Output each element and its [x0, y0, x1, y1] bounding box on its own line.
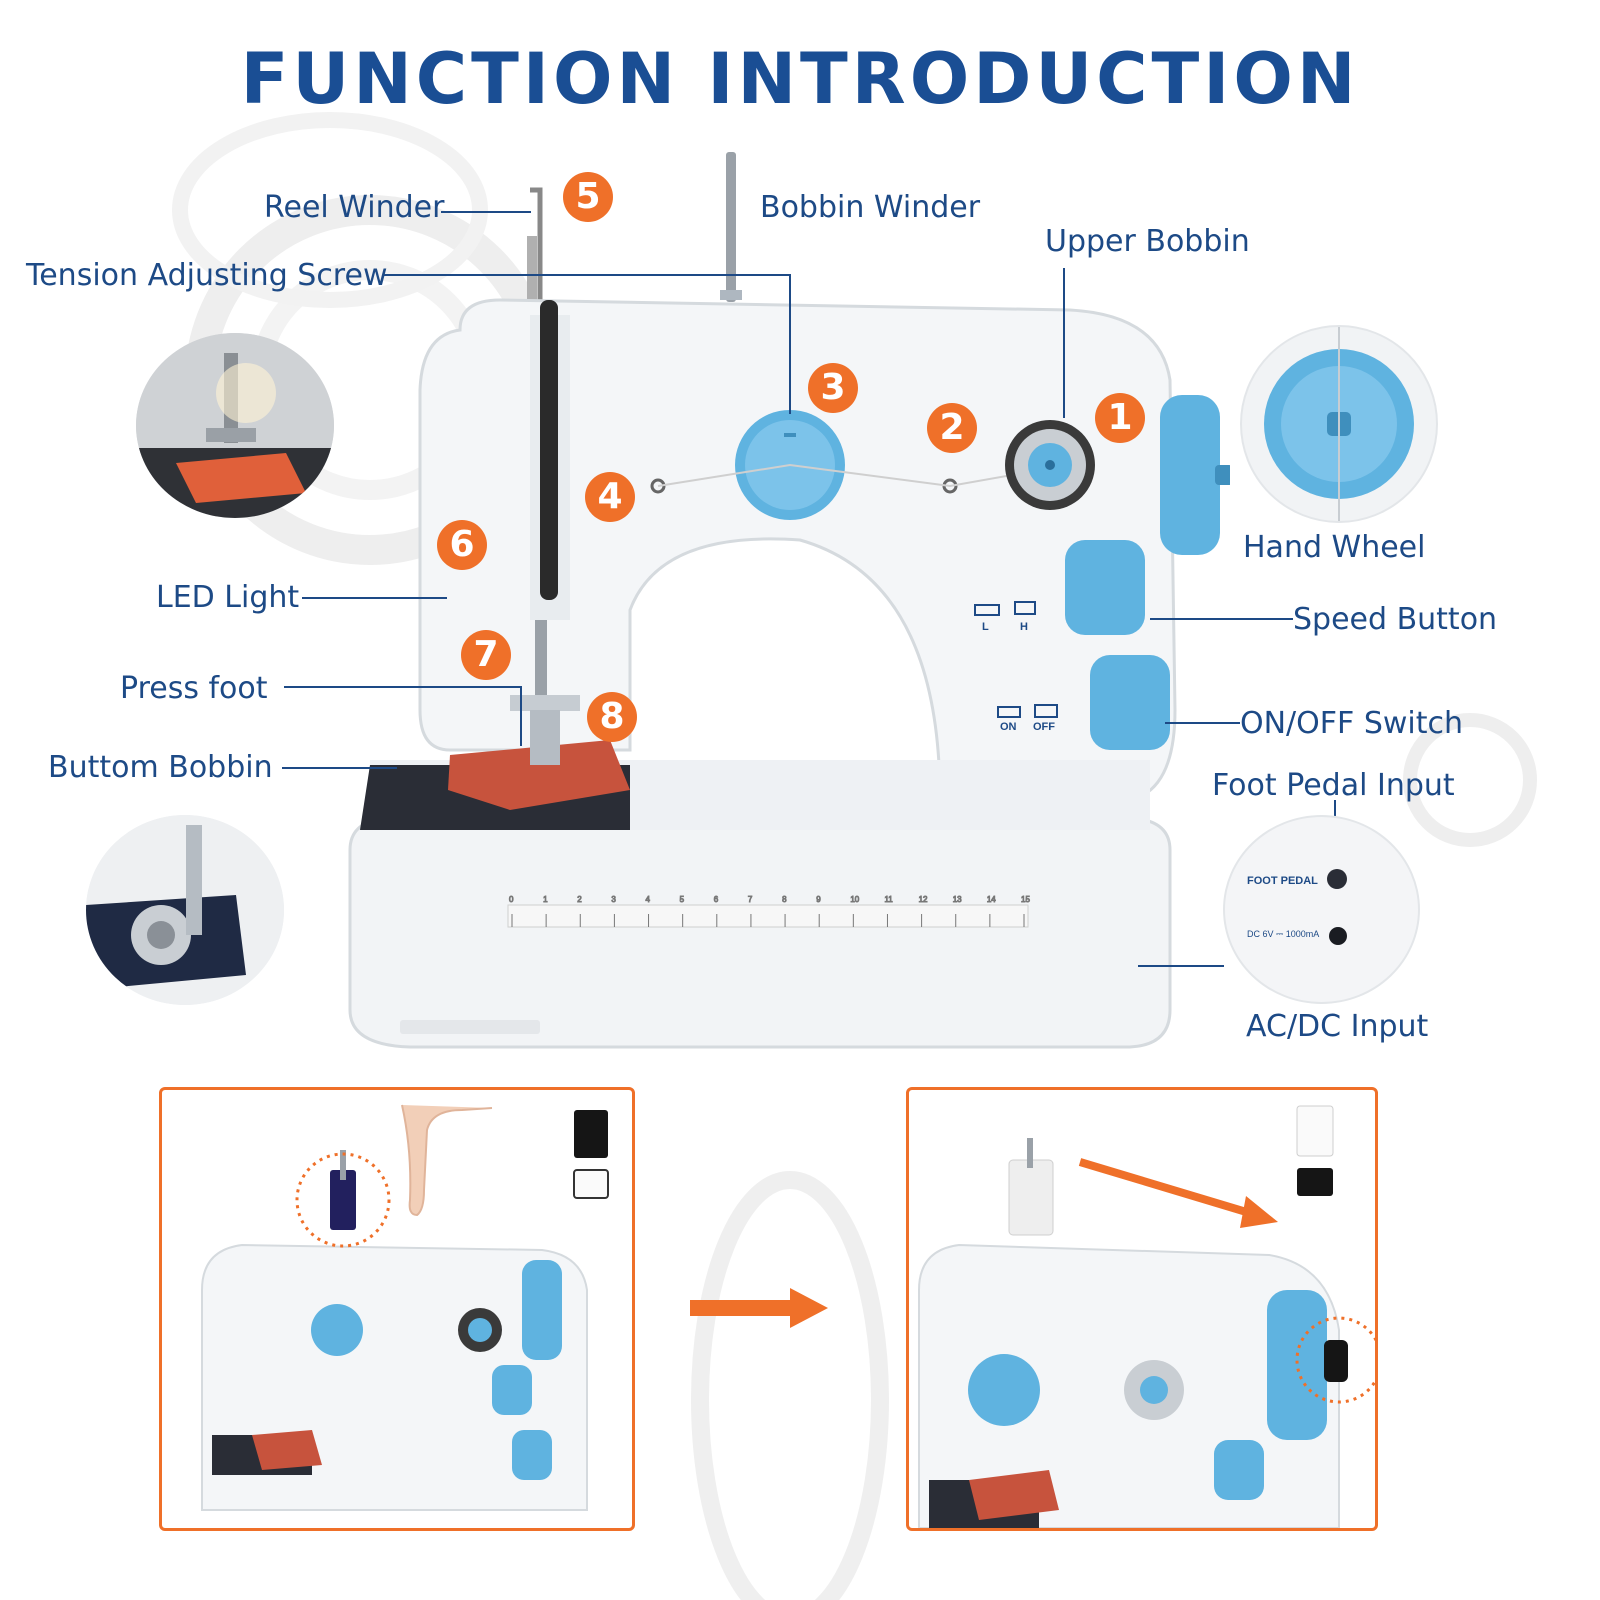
- hand-wheel-detail-photo: [1240, 325, 1438, 523]
- ruler-tick-label: 6: [714, 895, 719, 904]
- page-title: FUNCTION INTRODUCTION: [240, 38, 1360, 120]
- step-frame-1: [159, 1087, 635, 1531]
- badge-4: 4: [585, 472, 635, 522]
- acdc-port: [1329, 927, 1347, 945]
- leader-acdc-input: [1138, 965, 1224, 967]
- arrow-right-icon: [690, 1288, 828, 1328]
- ruler-tick-label: 5: [680, 895, 685, 904]
- led-light-detail-photo: [136, 333, 334, 518]
- label-hand-wheel: Hand Wheel: [1243, 530, 1426, 565]
- label-reel-winder: Reel Winder: [264, 190, 445, 225]
- label-speed-button: Speed Button: [1293, 602, 1498, 637]
- label-on-off-switch: ON/OFF Switch: [1240, 706, 1464, 741]
- ruler-tick-label: 3: [611, 895, 616, 904]
- leader-tension-screw-h: [384, 274, 790, 276]
- label-press-foot: Press foot: [120, 671, 268, 706]
- ruler-tick-label: 11: [884, 895, 893, 904]
- foot-pedal-mark: FOOT PEDAL: [1247, 875, 1318, 887]
- ruler-tick-label: 15: [1021, 895, 1030, 904]
- label-tension-screw: Tension Adjusting Screw: [26, 258, 388, 293]
- badge-6: 6: [437, 520, 487, 570]
- foot-pedal-port: [1327, 869, 1347, 889]
- dc-rating-mark: DC 6V ⎓ 1000mA: [1247, 929, 1320, 939]
- label-upper-bobbin: Upper Bobbin: [1045, 224, 1250, 259]
- speed-high-mark: H: [1020, 621, 1028, 633]
- ruler-tick-label: 9: [816, 895, 821, 904]
- label-buttom-bobbin: Buttom Bobbin: [48, 750, 273, 785]
- label-acdc-input: AC/DC Input: [1246, 1009, 1429, 1044]
- label-foot-pedal-input: Foot Pedal Input: [1212, 768, 1455, 803]
- input-ports-detail-photo: FOOT PEDAL DC 6V ⎓ 1000mA: [1223, 815, 1420, 1004]
- leader-upper-bobbin: [1063, 268, 1065, 418]
- arrow-down-right-icon: [1078, 1158, 1278, 1228]
- badge-7: 7: [461, 630, 511, 680]
- ruler-tick-label: 12: [919, 895, 928, 904]
- leader-on-off-switch: [1165, 722, 1240, 724]
- ruler-tick-label: 4: [646, 895, 651, 904]
- off-mark: OFF: [1033, 721, 1055, 733]
- leader-speed-button: [1150, 618, 1293, 620]
- ruler-tick-label: 0: [509, 895, 514, 904]
- badge-1: 1: [1095, 393, 1145, 443]
- ruler-tick-label: 1: [543, 895, 548, 904]
- leader-tension-screw-v: [789, 274, 791, 414]
- label-bobbin-winder: Bobbin Winder: [760, 190, 981, 225]
- ruler-tick-label: 8: [782, 895, 787, 904]
- badge-2: 2: [927, 403, 977, 453]
- on-mark: ON: [1000, 721, 1017, 733]
- step-frame-2: [906, 1087, 1378, 1531]
- leader-press-foot-v: [520, 686, 522, 746]
- speed-low-mark: L: [982, 621, 989, 633]
- leader-led-light: [302, 597, 447, 599]
- bottom-bobbin-detail-photo: [86, 815, 284, 1005]
- leader-buttom-bobbin: [282, 767, 397, 769]
- ruler-tick-label: 10: [850, 895, 859, 904]
- ruler-tick-label: 2: [577, 895, 582, 904]
- ruler-tick-label: 7: [748, 895, 753, 904]
- badge-3: 3: [808, 363, 858, 413]
- badge-5: 5: [563, 172, 613, 222]
- label-led-light: LED Light: [156, 580, 300, 615]
- ruler-tick-label: 14: [987, 895, 996, 904]
- ruler-tick-label: 13: [953, 895, 962, 904]
- leader-reel-winder: [441, 211, 531, 213]
- leader-press-foot-h: [284, 686, 522, 688]
- badge-8: 8: [587, 692, 637, 742]
